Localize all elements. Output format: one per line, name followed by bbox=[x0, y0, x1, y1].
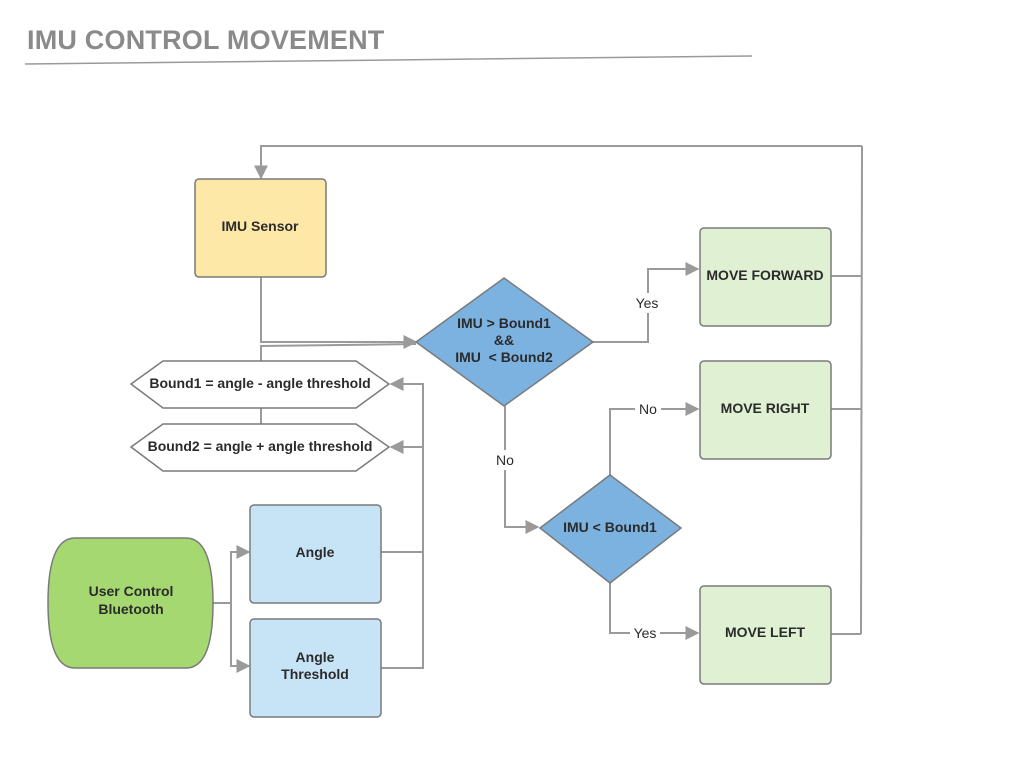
user-control-line-2: Bluetooth bbox=[98, 601, 163, 617]
imu-sensor-node: IMU Sensor bbox=[194, 178, 327, 278]
sensor-to-decision-edge bbox=[260, 277, 418, 349]
title-underline bbox=[24, 55, 753, 65]
move-left-node: MOVE LEFT bbox=[699, 585, 832, 685]
page-title: IMU CONTROL MOVEMENT bbox=[27, 25, 385, 55]
decision-no-second-edge bbox=[504, 406, 540, 534]
move-right-label: MOVE RIGHT bbox=[721, 400, 810, 416]
no-right-label: No bbox=[639, 401, 657, 417]
no-main-label: No bbox=[496, 452, 514, 468]
bound1-label: Bound1 = angle - angle threshold bbox=[149, 375, 370, 391]
connectors bbox=[213, 145, 863, 673]
yes-left-label: Yes bbox=[634, 625, 657, 641]
move-right-node: MOVE RIGHT bbox=[699, 360, 832, 460]
user-to-threshold-edge bbox=[230, 603, 251, 673]
angle-threshold-line-1: Angle bbox=[296, 649, 335, 665]
bound2-label: Bound2 = angle + angle threshold bbox=[148, 438, 373, 454]
second-no-right-edge bbox=[609, 402, 700, 475]
bound1-node: Bound1 = angle - angle threshold bbox=[129, 360, 391, 409]
move-forward-node: MOVE FORWARD bbox=[699, 227, 832, 327]
move-forward-label: MOVE FORWARD bbox=[706, 267, 823, 283]
yes-forward-label: Yes bbox=[636, 295, 659, 311]
second-yes-left-edge bbox=[609, 583, 700, 640]
angle-node: Angle bbox=[249, 504, 382, 604]
bound2-node: Bound2 = angle + angle threshold bbox=[129, 423, 391, 472]
user-control-node: User Control Bluetooth bbox=[47, 537, 214, 669]
angle-threshold-node: Angle Threshold bbox=[249, 618, 382, 718]
decision-bounds-line-2: && bbox=[494, 332, 514, 348]
edge-labels: Yes No No Yes bbox=[492, 293, 662, 643]
angle-threshold-line-2: Threshold bbox=[281, 666, 349, 682]
feedback-to-sensor-edge bbox=[254, 145, 862, 180]
threshold-to-bound2-edge bbox=[381, 440, 424, 669]
decision-bound1-label: IMU < Bound1 bbox=[563, 519, 657, 535]
decision-bounds-line-3: IMU < Bound2 bbox=[455, 349, 553, 365]
decision-bound1-node: IMU < Bound1 bbox=[538, 474, 683, 584]
user-control-line-1: User Control bbox=[89, 583, 174, 599]
feedback-bus-line bbox=[860, 145, 863, 635]
angle-to-bound1-edge bbox=[381, 377, 424, 553]
angle-label: Angle bbox=[296, 544, 335, 560]
imu-sensor-label: IMU Sensor bbox=[221, 218, 299, 234]
decision-bounds-node: IMU > Bound1 && IMU < Bound2 bbox=[414, 277, 595, 407]
move-left-label: MOVE LEFT bbox=[725, 624, 806, 640]
user-to-angle-edge bbox=[213, 545, 251, 604]
decision-bounds-line-1: IMU > Bound1 bbox=[457, 315, 551, 331]
